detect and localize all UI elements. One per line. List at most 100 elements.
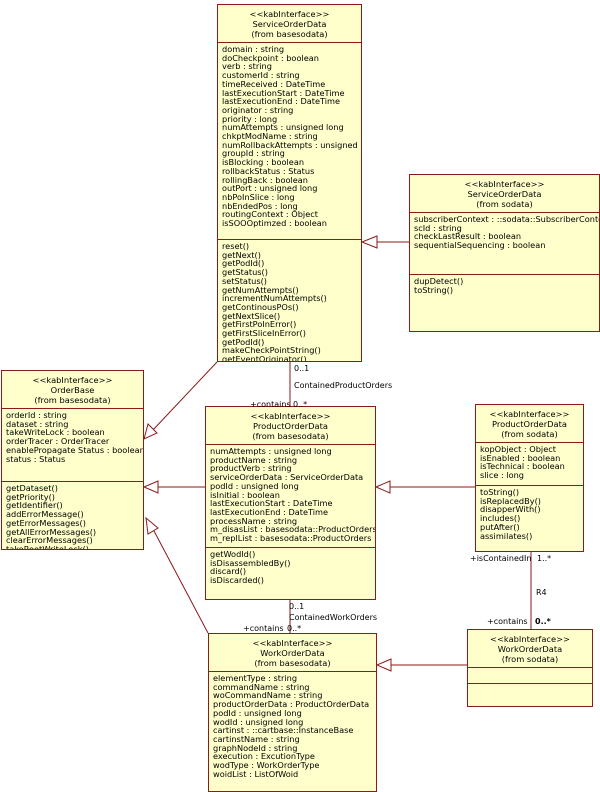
attribute-item: rollbackStatus : Status — [222, 165, 315, 176]
operations-section: toString()isReplacedBy()disapperWith()in… — [476, 486, 583, 542]
operation-item: discard() — [210, 566, 247, 577]
gen-so-orderbase-arrow — [143, 423, 158, 440]
class-package: (from sodata) — [501, 654, 559, 664]
operation-item: getPriority() — [6, 491, 55, 502]
gen-so-orderbase-line — [151, 361, 218, 432]
operation-item: getErrorMessages() — [6, 517, 86, 528]
po-role-contains: +contains — [250, 400, 291, 409]
class-product-order-data-base[interactable]: <<kabInterface>> ProductOrderData (from … — [205, 406, 376, 600]
operation-item: getPodId() — [222, 258, 265, 269]
attribute-item: subscriberContext : ::sodata::Subscriber… — [414, 214, 600, 224]
operation-item: putAfter() — [480, 521, 520, 532]
operation-item: getIdentifier() — [6, 500, 63, 511]
attribute-item: cartinstName : string — [213, 733, 300, 744]
operation-item: isDisassembledBy() — [210, 557, 291, 568]
assoc-name-r4: R4 — [536, 588, 547, 597]
assoc-name-contained-work-orders: ContainedWorkOrders — [289, 613, 378, 622]
attribute-item: serviceOrderData : ServiceOrderData — [210, 472, 364, 483]
class-package: (from sodata) — [476, 199, 533, 209]
operation-item: reset() — [222, 241, 250, 251]
operation-item: getNumAttempts() — [222, 284, 299, 295]
operation-item: toString() — [414, 284, 454, 295]
class-header: <<kabInterface>> WorkOrderData (from sod… — [468, 630, 592, 668]
operation-item: includes() — [480, 513, 521, 524]
attribute-item: m_replList : basesodata::ProductOrders — [210, 533, 372, 544]
attribute-item: wodId : unsigned long — [213, 716, 304, 727]
class-work-order-data-sodata[interactable]: <<kabInterface>> WorkOrderData (from sod… — [467, 629, 593, 707]
attribute-item: customerId : string — [222, 70, 300, 81]
class-package: (from basesodata) — [34, 395, 111, 405]
operation-item: getWodId() — [210, 549, 256, 559]
po-multiplicity: 0..* — [293, 400, 308, 409]
operation-item: getPodId() — [222, 336, 265, 347]
attribute-item: kopObject : Object — [480, 444, 556, 454]
attribute-item: priority : long — [222, 113, 278, 124]
attribute-item: verb : string — [222, 61, 272, 72]
attribute-item: isTechnical : boolean — [480, 461, 565, 472]
operation-item: assimilates() — [480, 530, 533, 541]
wo-multiplicity: 0..* — [287, 624, 302, 633]
operation-item: dupDetect() — [414, 276, 464, 286]
attribute-item: doCheckpoint : boolean — [222, 52, 319, 63]
attribute-item: m_disasList : basesodata::ProductOrders — [210, 524, 376, 535]
operation-item: takeRootWriteLock() — [6, 543, 89, 550]
class-header: <<kabInterface>> OrderBase (from basesod… — [2, 371, 143, 409]
attribute-item: cartinst : ::cartbase::InstanceBase — [213, 725, 354, 736]
attribute-item: domain : string — [222, 44, 285, 54]
operation-item: getContinousPOs() — [222, 301, 299, 312]
class-service-order-data-base[interactable]: <<kabInterface>> ServiceOrderData (from … — [217, 4, 362, 362]
gen-po-orderbase-arrow — [142, 480, 159, 494]
operation-item: getEventOriginator() — [222, 354, 307, 362]
operation-item: getAllErrorMessages() — [6, 526, 97, 537]
operation-item: clearErrorMessages() — [6, 535, 93, 546]
operation-item: setStatus() — [222, 275, 267, 286]
class-work-order-data-base[interactable]: <<kabInterface>> WorkOrderData (from bas… — [208, 633, 377, 792]
class-name: ProductOrderData — [253, 421, 328, 431]
operations-section: getDataset()getPriority()getIdentifier()… — [2, 482, 143, 550]
attributes-section: subscriberContext : ::sodata::Subscriber… — [410, 213, 599, 275]
class-package: (from sodata) — [501, 429, 558, 439]
gen-wo-orderbase-line — [153, 530, 209, 634]
attribute-item: productVerb : string — [210, 463, 292, 474]
class-name: OrderBase — [50, 385, 95, 395]
class-header: <<kabInterface>> WorkOrderData (from bas… — [209, 634, 376, 672]
attribute-item: graphNodeId : string — [213, 742, 298, 753]
class-product-order-data-sodata[interactable]: <<kabInterface>> ProductOrderData (from … — [475, 404, 584, 552]
attribute-item: lastExecutionStart : DateTime — [222, 87, 345, 98]
class-service-order-data-sodata[interactable]: <<kabInterface>> ServiceOrderData (from … — [409, 174, 600, 332]
attribute-item: podId : unsigned long — [210, 480, 299, 491]
attribute-item: wodType : WorkOrderType — [213, 760, 320, 771]
attributes-section — [468, 668, 592, 684]
class-header: <<kabInterface>> ProductOrderData (from … — [206, 407, 375, 445]
attribute-item: woidList : ListOfWoid — [213, 768, 299, 779]
attribute-item: orderId : string — [6, 410, 67, 420]
attribute-item: groupId : string — [222, 148, 285, 159]
stereotype: <<kabInterface>> — [464, 179, 545, 189]
class-order-base[interactable]: <<kabInterface>> OrderBase (from basesod… — [1, 370, 144, 550]
stereotype: <<kabInterface>> — [489, 409, 570, 419]
attribute-item: woCommandName : string — [213, 690, 323, 701]
wo-role-contains: +contains — [243, 624, 284, 633]
po-multiplicity-top: 0..1 — [289, 602, 305, 611]
role-is-contained-in: +isContainedIn — [470, 554, 532, 563]
so-multiplicity: 0..1 — [294, 364, 310, 373]
class-name: ServiceOrderData — [467, 189, 542, 199]
attribute-item: originator : string — [222, 104, 294, 115]
attribute-item: podId : unsigned long — [213, 707, 302, 718]
attribute-item: isBlocking : boolean — [222, 157, 305, 168]
attribute-item: dataset : string — [6, 418, 69, 429]
contained-in-multiplicity: 1..* — [537, 554, 552, 563]
attribute-item: lastExecutionEnd : DateTime — [210, 506, 329, 517]
attribute-item: enablePropagate Status : boolean — [6, 444, 144, 455]
attribute-item: timeReceived : DateTime — [222, 78, 326, 89]
operations-section: dupDetect()toString() — [410, 275, 599, 296]
attribute-item: productName : string — [210, 454, 298, 465]
attribute-item: sequentialSequencing : boolean — [414, 240, 546, 251]
attribute-item: nbPoInSlice : long — [222, 191, 295, 202]
attribute-item: numRollbackAttempts : unsigned long — [222, 139, 361, 150]
operations-section: reset()getNext()getPodId()getStatus()set… — [218, 240, 361, 362]
